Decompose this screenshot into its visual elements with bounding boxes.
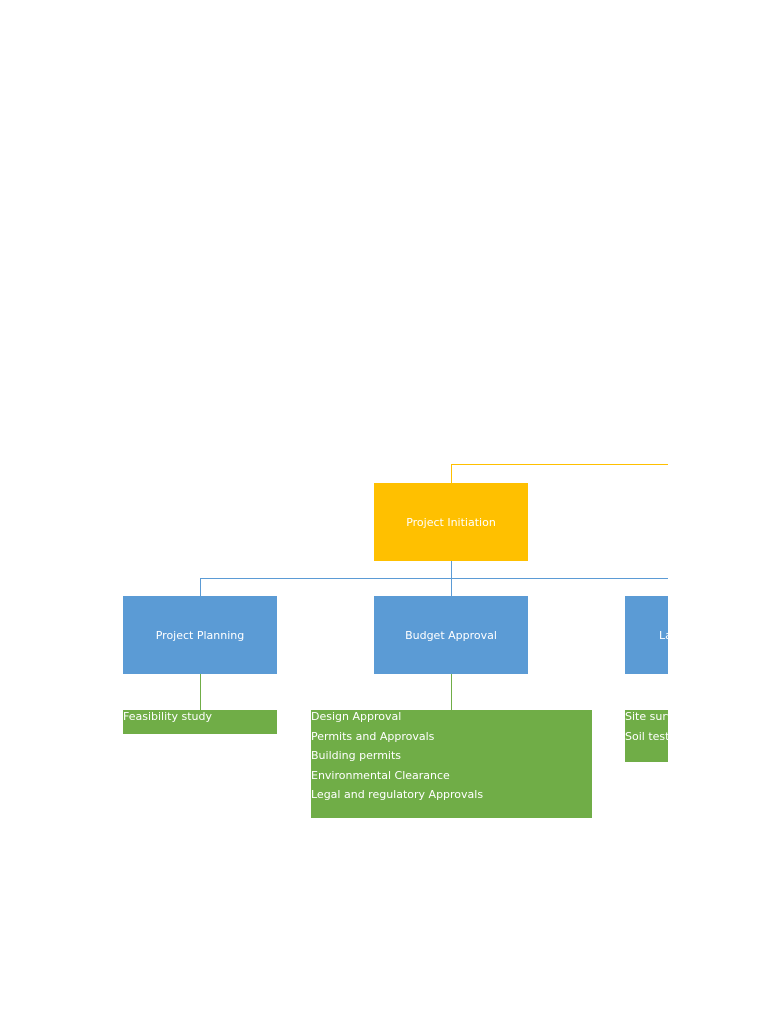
phase-node-budget-approval[interactable]: Budget Approval	[374, 596, 528, 674]
task-item: Environmental Clearance	[311, 768, 450, 782]
task-item: Feasibility study	[123, 710, 212, 723]
task-item: Site surv	[625, 710, 668, 723]
task-list-clipped: Site surv Soil testi	[625, 710, 668, 762]
task-item: Soil testi	[625, 729, 668, 743]
phase-node-clipped[interactable]: La	[625, 596, 668, 674]
task-item: Design Approval	[311, 710, 402, 723]
phases-bus-horizontal	[200, 578, 668, 579]
phase-1-task-connector	[200, 674, 201, 710]
phase-node-label: Budget Approval	[405, 628, 497, 642]
root-connector-vertical	[451, 464, 452, 483]
task-list-project-planning: Feasibility study	[123, 710, 277, 734]
org-chart: Project Initiation Project Planning Feas…	[123, 464, 668, 818]
phase-node-label: La	[659, 628, 668, 642]
phase-node-label: Project Planning	[155, 628, 245, 642]
task-list-budget-approval: Design Approval Permits and Approvals Bu…	[311, 710, 592, 818]
phase-2-task-connector	[451, 674, 452, 710]
root-node-label: Project Initiation	[406, 515, 496, 529]
task-item: Permits and Approvals	[311, 729, 435, 743]
phase-1-drop	[200, 578, 201, 596]
root-node[interactable]: Project Initiation	[374, 483, 528, 561]
root-connector-horizontal	[451, 464, 668, 465]
task-item: Legal and regulatory Approvals	[311, 788, 484, 802]
phase-node-project-planning[interactable]: Project Planning	[123, 596, 277, 674]
task-item: Building permits	[311, 749, 402, 763]
